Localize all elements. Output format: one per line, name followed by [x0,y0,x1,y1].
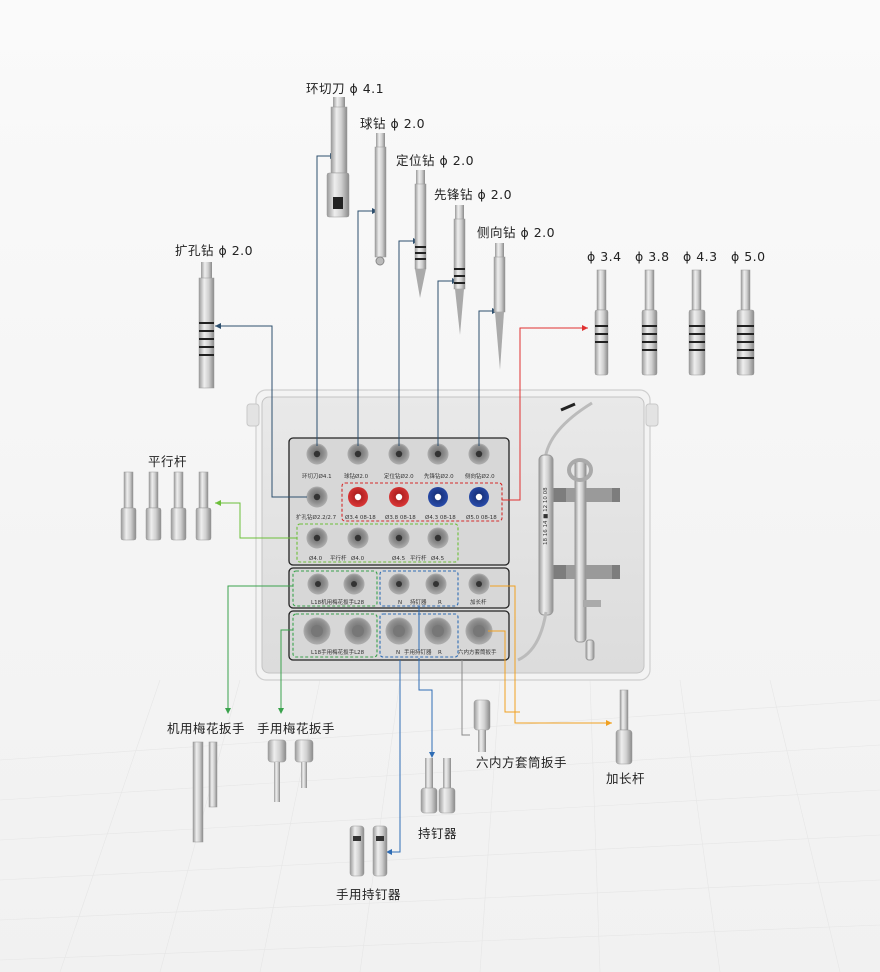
label-trephine: 环切刀 ϕ 4.1 [306,81,385,96]
background-grid [0,679,880,972]
machine-torx-wrenches [192,741,218,843]
label-machine-torx: 机用梅花扳手 [167,721,246,736]
tray-label-row5-left: L18手用梅花扳手L28 [311,648,365,656]
label-pilot-drill: 先锋钻 ϕ 2.0 [434,187,513,202]
label-d38: ϕ 3.8 [635,249,670,264]
tray-label-row5-r: R [438,650,442,656]
tray-label-row3-5: 平行杆 [410,554,427,562]
tray-row-4-sockets [307,573,490,595]
tray-row-5-sockets [303,617,493,645]
tray-label-trephine: 环切刀Ø4.1 [302,473,332,480]
tray-row-1-sockets [306,443,490,465]
tray-label-row3-2: 平行杆 [330,554,347,562]
label-d50: ϕ 5.0 [731,249,766,264]
tray-labels: 环切刀Ø4.1 球钻Ø2.0 定位钻Ø2.0 先锋钻Ø2.0 侧向钻Ø2.0 扩… [296,472,497,656]
tray-label-row5-right: 六内方套筒扳手 [458,648,497,656]
hand-torx-wrenches [267,739,314,802]
tray-label-pilot-drill: 先锋钻Ø2.0 [424,472,454,480]
label-side-drill: 侧向钻 ϕ 2.0 [477,225,556,240]
label-expansion-drill: 扩孔钻 ϕ 2.0 [175,243,254,258]
tray-label-side-drill: 侧向钻Ø2.0 [465,472,495,480]
tray-label-d50: Ø5.0 08-18 [466,514,497,521]
extension-rod [615,689,633,765]
tray-label-d43: Ø4.3 08-18 [425,514,456,521]
tray-label-row3-6: Ø4.5 [431,555,445,562]
tray-label-row4-right: 加长杆 [470,598,487,606]
tray-label-row4-left: L18机用梅花扳手L28 [311,598,365,606]
ball-drill [374,133,387,266]
label-d43: ϕ 4.3 [683,249,718,264]
label-ball-drill: 球钻 ϕ 2.0 [360,116,426,131]
parallel-pins [120,471,212,541]
tray-label-row3-4: Ø4.5 [392,555,406,562]
tray-row-2-sockets [306,486,489,508]
label-extension: 加长杆 [606,771,646,786]
label-locating-drill: 定位钻 ϕ 2.0 [396,153,475,168]
tray-row-3-sockets [306,527,449,549]
tray-label-row5-mid: 手用持钉器 [404,648,432,656]
tray-label-row3-3: Ø4.0 [351,555,365,562]
label-parallel-pin: 平行杆 [148,454,188,469]
diameter-drills [594,269,755,376]
locating-drill [414,170,427,298]
trephine-drill [326,97,350,218]
label-implant-holder: 持钉器 [418,826,458,841]
tray-label-expansion-drill: 扩孔钻Ø2.2/2.7 [296,513,337,521]
tray-label-d38: Ø3.8 08-18 [385,514,416,521]
side-drill [493,243,506,370]
tray-label-d34: Ø3.4 08-18 [345,514,376,521]
tray-label-row3-1: Ø4.0 [309,555,323,562]
label-hex-socket: 六内方套筒扳手 [476,755,568,770]
pilot-drill [453,205,466,335]
implant-holders [420,758,456,814]
hex-socket-wrench [473,699,491,752]
label-d34: ϕ 3.4 [587,249,622,264]
label-hand-torx: 手用梅花扳手 [257,721,336,736]
tray-label-row4-r: R [438,600,442,606]
tray-gauge-and-wrench: 18 16 14 ■ 12 10 08 [517,401,620,662]
tray-label-locating-drill: 定位钻Ø2.0 [384,472,414,480]
hand-implant-holders [349,825,388,877]
tray-label-row5-n: N [396,650,400,656]
expansion-drill [198,262,215,389]
gauge-marks: 18 16 14 ■ 12 10 08 [543,487,549,545]
tray-label-row4-mid: 持钉器 [410,598,427,606]
tray-label-row4-n: N [398,600,402,606]
label-hand-implant-holder: 手用持钉器 [336,887,402,902]
tray-label-ball-drill: 球钻Ø2.0 [344,472,369,480]
connector-lines [215,155,612,853]
